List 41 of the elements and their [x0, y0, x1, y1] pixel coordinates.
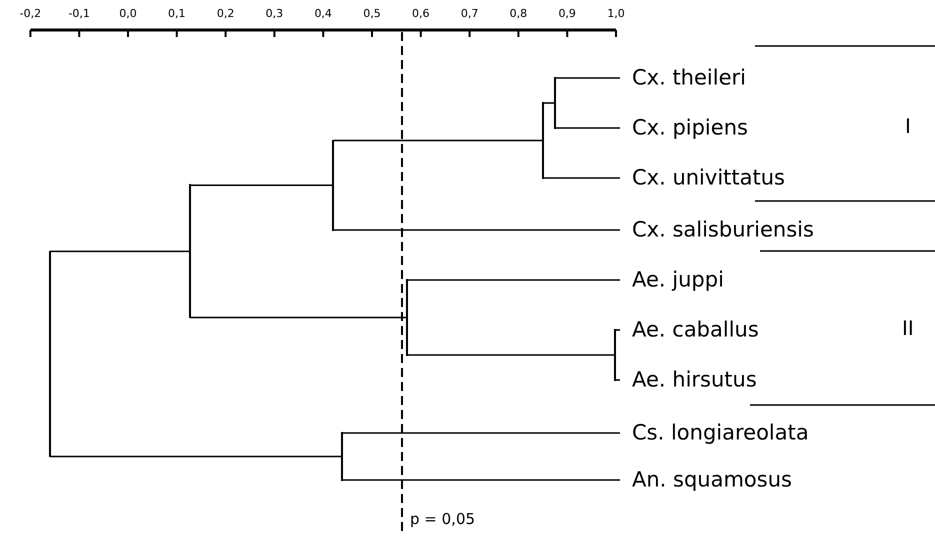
species-label: Cx. salisburiensis — [620, 220, 814, 240]
axis-tick-label: -0,1 — [68, 8, 90, 19]
species-label: An. squamosus — [620, 470, 792, 490]
branch-line — [615, 329, 620, 331]
branch-line — [543, 102, 555, 104]
branch-line — [543, 177, 620, 179]
species-label: Cx. pipiens — [620, 118, 748, 138]
axis-tick-label: 0,6 — [412, 8, 430, 19]
species-label: Ae. caballus — [620, 320, 759, 340]
branch-line — [342, 479, 620, 481]
species-label: Ae. juppi — [620, 270, 724, 290]
axis-tick-label: 0,8 — [510, 8, 528, 19]
branch-line — [342, 432, 620, 434]
branch-line — [555, 77, 620, 79]
axis-tick-label: 0,1 — [168, 8, 186, 19]
branch-line — [615, 379, 620, 381]
branch-line — [407, 279, 620, 281]
branch-line — [407, 354, 615, 356]
group-label: II — [902, 318, 914, 338]
axis-tick-label: 0,0 — [119, 8, 137, 19]
branch-line — [333, 140, 543, 142]
axis-tick-label: 0,3 — [266, 8, 284, 19]
axis-tick-label: 0,4 — [314, 8, 332, 19]
species-label: Cs. longiareolata — [620, 422, 809, 444]
axis-tick-label: 0,5 — [363, 8, 381, 19]
species-label: Ae. hirsutus — [620, 370, 757, 390]
axis-tick-label: 0,2 — [216, 8, 234, 19]
branch-line — [555, 127, 620, 129]
branch-line — [50, 250, 190, 252]
branch-line — [50, 456, 342, 458]
axis-tick-label: 0,9 — [558, 8, 576, 19]
branch-line — [190, 316, 407, 318]
branch-line — [333, 229, 620, 231]
axis-tick-label: 1,0 — [607, 8, 625, 19]
species-label: Cx. theileri — [620, 68, 746, 88]
axis-tick-label: 0,7 — [460, 8, 478, 19]
branch-line — [190, 184, 333, 186]
group-label: I — [905, 116, 911, 136]
axis-tick-label: -0,2 — [20, 8, 42, 19]
significance-label: p = 0,05 — [410, 512, 476, 527]
species-label: Cx. univittatus — [620, 168, 785, 188]
